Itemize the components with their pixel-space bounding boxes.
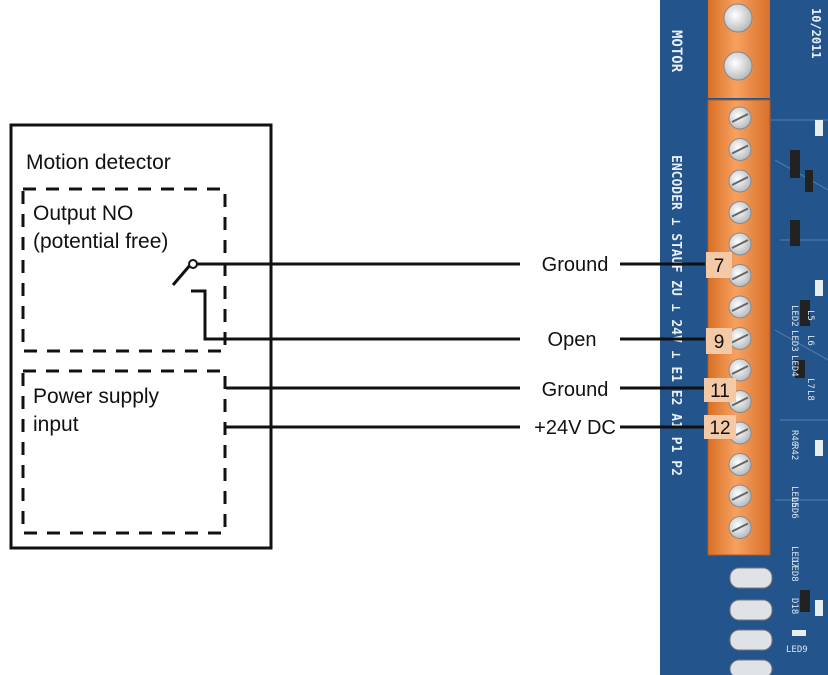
- chip-label: LED6: [789, 497, 799, 519]
- chip-label: LED9: [786, 645, 808, 655]
- terminal-tag-7: [706, 252, 732, 278]
- screw-icon: [723, 51, 753, 81]
- switch-pivot: [188, 259, 198, 269]
- chip-label: LED4: [789, 355, 799, 377]
- power-supply-subtitle: input: [33, 413, 79, 436]
- chip-label: R42: [789, 444, 799, 460]
- chip-label: LED2: [789, 305, 799, 327]
- wire-label-ground-1: Ground: [542, 254, 609, 276]
- wire-label-24v: +24V DC: [534, 417, 616, 439]
- terminal-number-11: 11: [710, 381, 730, 402]
- chip-label: L5: [805, 310, 815, 321]
- output-no-box: [21, 187, 227, 353]
- screw-slot: [731, 302, 749, 312]
- screw-slot: [731, 333, 749, 344]
- chip-label: LED3: [789, 330, 799, 352]
- power-supply-box: [21, 369, 227, 535]
- terminal-number-12: 12: [709, 418, 730, 439]
- screw-slot: [731, 270, 749, 281]
- chip-label: L7: [805, 378, 815, 389]
- screw-slot: [731, 491, 749, 501]
- screw-slot: [731, 144, 749, 155]
- terminal-tags: 7 9 11 12: [704, 252, 736, 439]
- board-side-label: ENCODER ⊥ STAUF ZU ⊥ 24V ⊥ E1 E2 A1 P1 P…: [668, 155, 683, 476]
- screw-slot: [731, 113, 749, 123]
- screw-slot: [731, 365, 749, 375]
- chip-label: L6: [805, 335, 815, 346]
- screw-slot: [731, 176, 749, 186]
- terminal-number-7: 7: [714, 256, 725, 277]
- wires: [197, 262, 705, 429]
- switch-lead: [191, 289, 226, 341]
- chip-label: LED8: [789, 560, 799, 582]
- terminal-number-9: 9: [714, 332, 725, 353]
- board-motor-label: MOTOR: [668, 30, 684, 73]
- chip-label: R40: [789, 430, 799, 446]
- terminal-tag-11: [704, 378, 736, 402]
- board-date-code: 10/2011: [809, 8, 823, 59]
- chip-label: LED5: [789, 486, 799, 508]
- screw-slot: [731, 239, 749, 249]
- chip-label: D18: [789, 598, 799, 614]
- chip-label: L8: [805, 390, 815, 401]
- wire-label-ground-2: Ground: [542, 379, 609, 401]
- power-supply-title: Power supply: [33, 385, 160, 408]
- screw-icon: [723, 3, 753, 33]
- screw-slot: [731, 207, 749, 218]
- screw-slot: [731, 459, 749, 470]
- circuit-board: ENCODER ⊥ STAUF ZU ⊥ 24V ⊥ E1 E2 A1 P1 P…: [660, 0, 828, 675]
- motion-detector-box: Motion detector Output NO (potential fre…: [9, 123, 273, 550]
- wire-label-open: Open: [548, 329, 597, 351]
- terminal-screws: [728, 106, 752, 539]
- switch-contact: [171, 263, 193, 286]
- motion-detector-title: Motion detector: [26, 151, 171, 174]
- chip-label: LED7: [789, 546, 799, 568]
- screw-slot: [731, 396, 749, 407]
- screw-slot: [731, 522, 749, 533]
- terminal-tag-9: [706, 328, 732, 354]
- output-no-title: Output NO: [33, 202, 133, 225]
- terminal-tag-12: [704, 415, 736, 439]
- output-no-subtitle: (potential free): [33, 230, 168, 253]
